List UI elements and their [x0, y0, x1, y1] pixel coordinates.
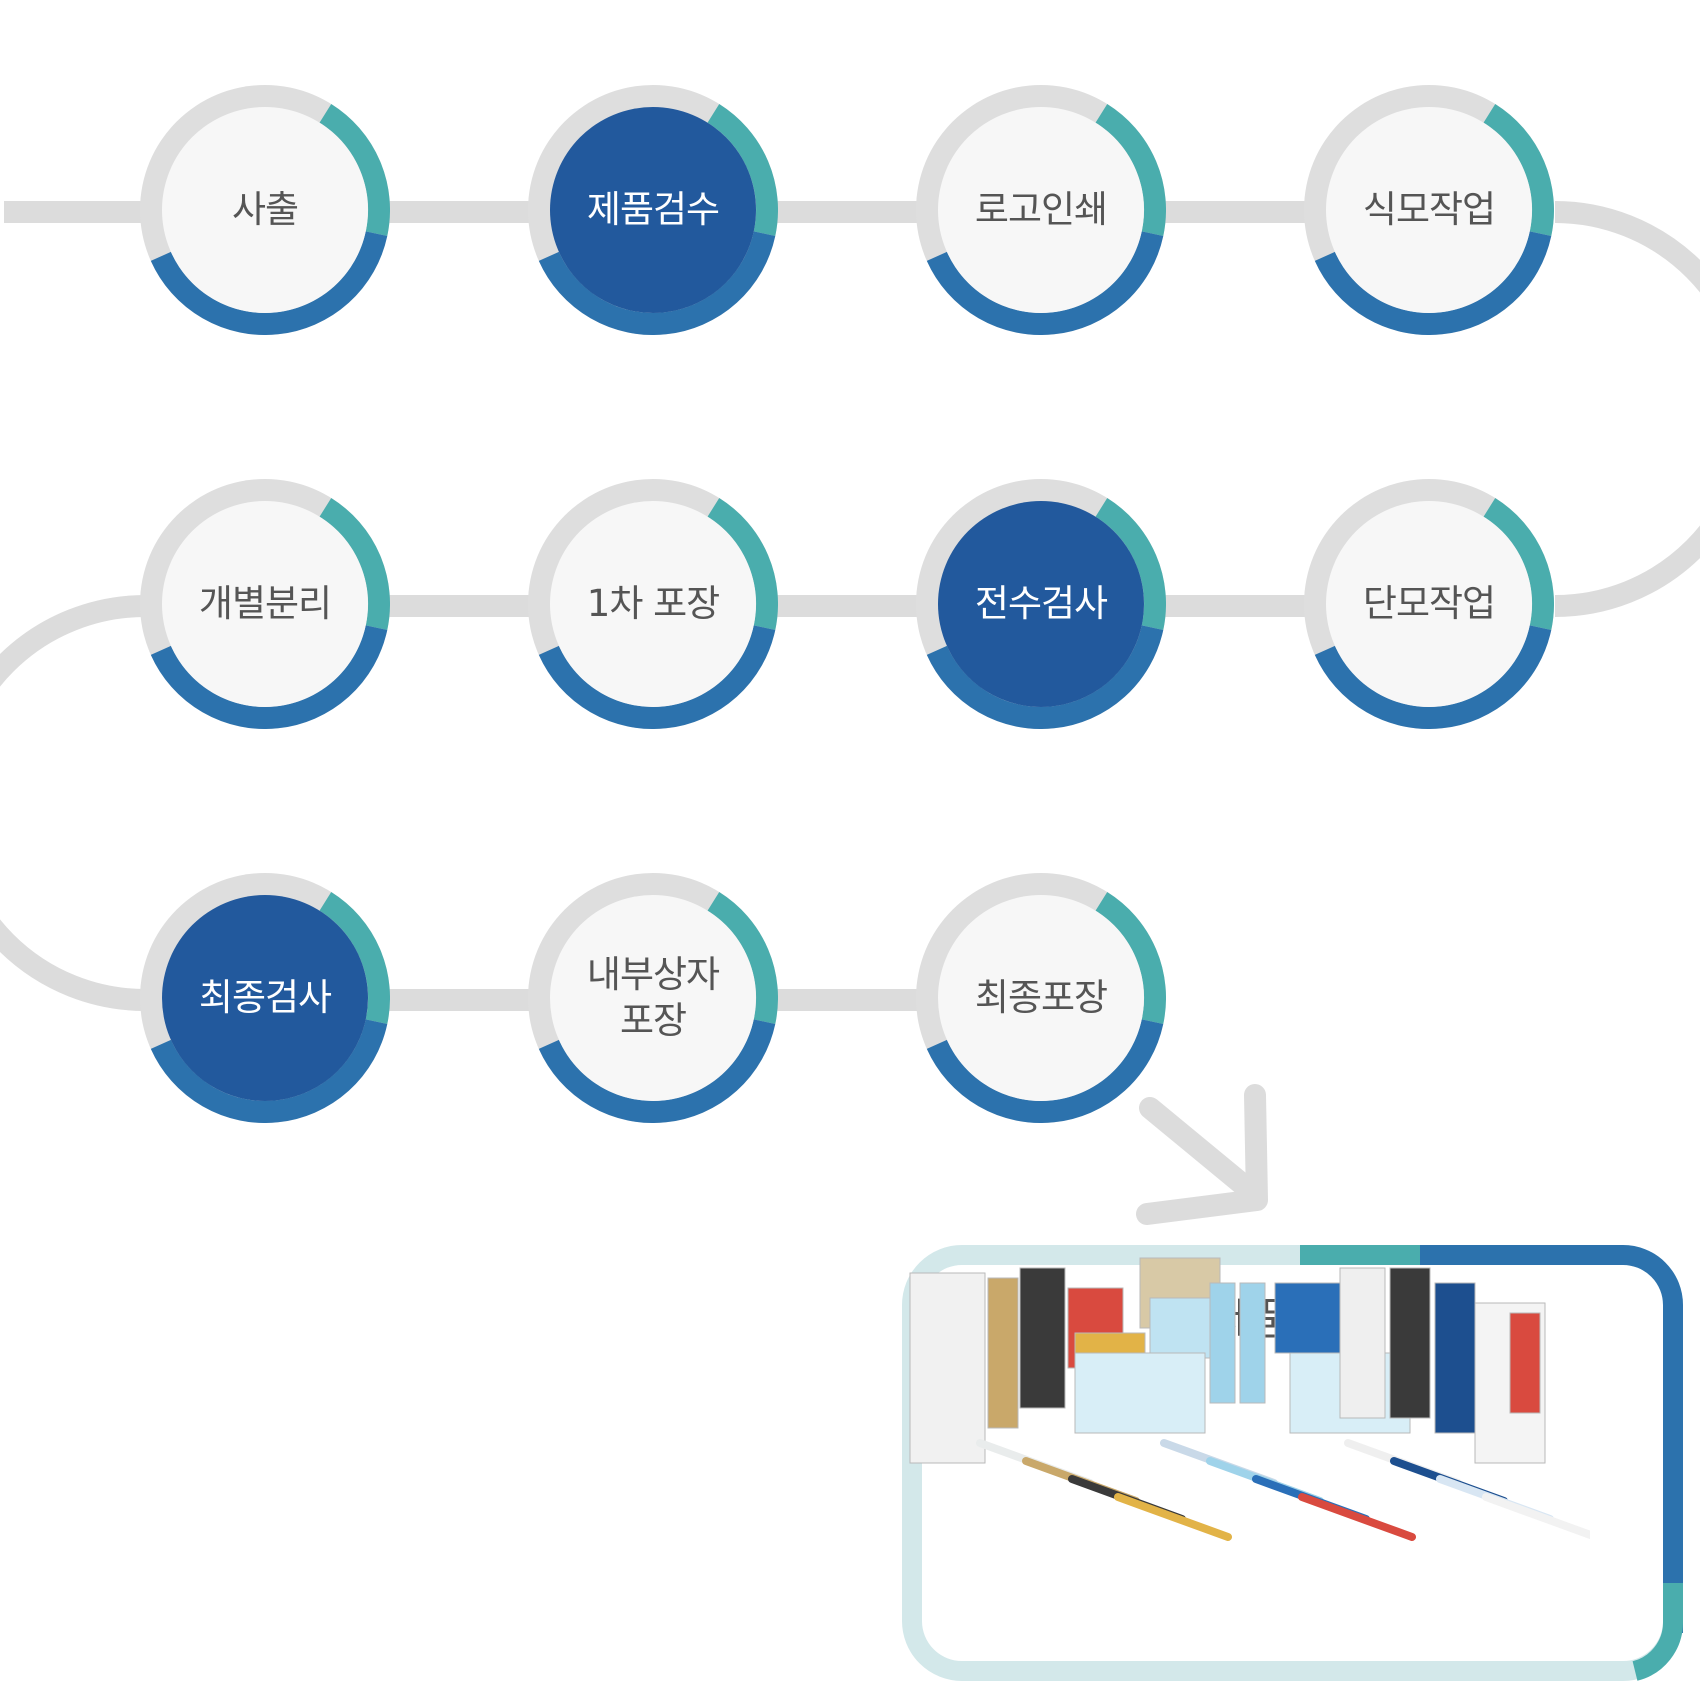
step-primary-packing: 1차 포장: [528, 479, 778, 729]
ring-inner: [938, 107, 1144, 313]
step-full-inspection: 전수검사: [916, 479, 1166, 729]
ring-inner: [162, 895, 368, 1101]
brush-display: [1339, 1267, 1386, 1419]
step-logo-printing: 로고인쇄: [916, 85, 1166, 335]
ring-arc-blue: [926, 1019, 1164, 1123]
brush-card: [1239, 1282, 1266, 1404]
step-label: 최종검사: [198, 976, 332, 1019]
ring-inner: [550, 501, 756, 707]
step-label: 식모작업: [1362, 188, 1496, 231]
ring-arc-teal: [319, 891, 390, 1024]
toothbrush: [1482, 1493, 1590, 1540]
toothbrush: [1114, 1493, 1232, 1541]
package-box: [1509, 1312, 1541, 1414]
step-ring: [528, 873, 778, 1123]
ring-arc-blue: [150, 625, 388, 729]
ring-inner: [550, 895, 756, 1101]
ring-arc-teal: [1095, 891, 1166, 1024]
step-trimming: 단모작업: [1304, 479, 1554, 729]
step-product-inspection: 제품검수: [528, 85, 778, 335]
tissue-box: [1074, 1352, 1206, 1434]
ring-arc-teal: [319, 103, 390, 236]
package-box: [1149, 1297, 1221, 1359]
ring-inner: [1326, 107, 1532, 313]
ring-inner: [938, 501, 1144, 707]
step-final-inspection: 최종검사: [140, 873, 390, 1123]
ring-arc-teal: [707, 497, 778, 630]
brush-card: [987, 1277, 1019, 1429]
step-ring: [140, 479, 390, 729]
product-shipment-box: 제품출고: [900, 1243, 1685, 1683]
step-ring: [528, 479, 778, 729]
brush-card: [1434, 1282, 1476, 1434]
connector-curve-left: [0, 595, 146, 1011]
ring-arc-blue: [538, 625, 776, 729]
ring-arc-blue: [926, 625, 1164, 729]
package-box: [909, 1272, 986, 1464]
connector-curve-right: [1554, 201, 1700, 617]
step-separation: 개별분리: [140, 479, 390, 729]
ring-arc-teal: [707, 891, 778, 1024]
ring-inner: [1326, 501, 1532, 707]
ring-inner: [162, 107, 368, 313]
arrow-to-shipment-icon: [1136, 1084, 1268, 1225]
brush-display: [1019, 1267, 1066, 1409]
brush-display: [1389, 1267, 1431, 1419]
step-label: 단모작업: [1362, 582, 1496, 625]
step-label: 로고인쇄: [974, 188, 1108, 231]
step-label: 전수검사: [974, 582, 1108, 625]
ring-arc-blue: [538, 1019, 776, 1123]
step-inner-box-packing: 내부상자 포장: [528, 873, 778, 1123]
ring-arc-teal: [1095, 103, 1166, 236]
product-assortment-image: [909, 1257, 1590, 1541]
package-box: [1274, 1282, 1341, 1354]
ring-inner: [938, 895, 1144, 1101]
frame-accent-blue: [1300, 1245, 1683, 1633]
ring-inner: [162, 501, 368, 707]
ring-arc-teal: [1095, 497, 1166, 630]
brush-card: [1209, 1282, 1236, 1404]
step-label: 제품검수: [586, 188, 720, 231]
step-ring: [1304, 479, 1554, 729]
ring-arc-blue: [1314, 231, 1552, 335]
ring-arc-teal: [707, 103, 778, 236]
step-ring: [1304, 85, 1554, 335]
step-tufting: 식모작업: [1304, 85, 1554, 335]
step-label: 내부상자 포장: [586, 953, 720, 1042]
ring-arc-blue: [150, 231, 388, 335]
step-label: 최종포장: [974, 976, 1108, 1019]
step-ring: [140, 85, 390, 335]
step-ring: [528, 85, 778, 335]
step-label: 개별분리: [198, 582, 332, 625]
ring-arc-blue: [538, 231, 776, 335]
step-ring: [916, 873, 1166, 1123]
step-ring: [140, 873, 390, 1123]
frame-accent-teal-corner: [1632, 1583, 1683, 1681]
step-label: 사출: [231, 188, 299, 231]
step-ring: [916, 85, 1166, 335]
toothbrush: [1298, 1493, 1416, 1541]
ring-arc-blue: [150, 1019, 388, 1123]
ring-arc-blue: [1314, 625, 1552, 729]
ring-arc-blue: [926, 231, 1164, 335]
step-label: 1차 포장: [586, 582, 720, 625]
ring-arc-teal: [1483, 103, 1554, 236]
step-injection: 사출: [140, 85, 390, 335]
ring-arc-teal: [319, 497, 390, 630]
ring-inner: [550, 107, 756, 313]
step-ring: [916, 479, 1166, 729]
ring-arc-teal: [1483, 497, 1554, 630]
step-final-packing: 최종포장: [916, 873, 1166, 1123]
